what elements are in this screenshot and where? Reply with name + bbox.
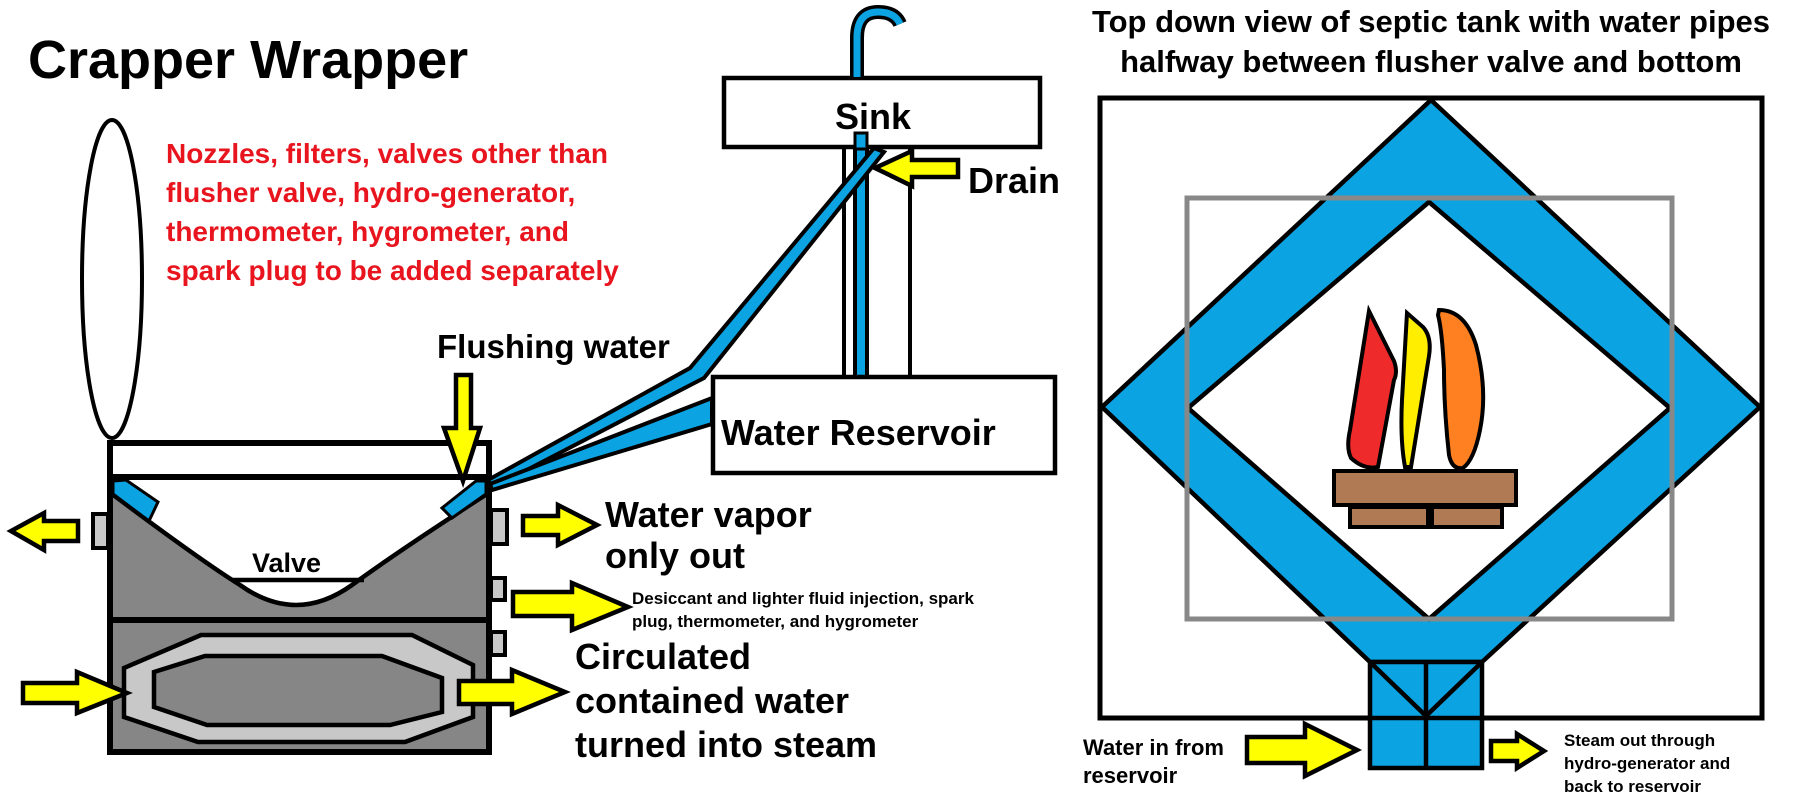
water-in-line: Water in from [1083, 735, 1224, 760]
valve-label: Valve [252, 548, 321, 578]
junction-diagonal [1368, 660, 1428, 718]
arrow-coil-out [456, 666, 571, 718]
drain-label: Drain [968, 160, 1060, 201]
circulated-label: Circulated contained water turned into s… [575, 636, 877, 765]
steam-out-label: Steam out through hydro-generator and ba… [1564, 731, 1730, 796]
pipe-junction [1367, 659, 1485, 771]
steam-out-line: hydro-generator and [1564, 754, 1730, 773]
sink-box [721, 75, 1043, 150]
tank-side-view: Valve [91, 440, 509, 755]
vapor-label: Water vapor only out [605, 494, 812, 576]
right-nozzle [439, 479, 488, 520]
note-line: spark plug to be added separately [166, 255, 619, 286]
drain-pipe-top [853, 131, 869, 151]
notes-text: Nozzles, filters, valves other than flus… [166, 138, 619, 286]
steam-out-line: Steam out through [1564, 731, 1715, 750]
side-port-right [489, 508, 509, 546]
brick-bottom [1348, 505, 1430, 529]
circulated-line: turned into steam [575, 724, 877, 765]
arrow-coil-in [20, 668, 133, 717]
bowl-curve [110, 492, 489, 608]
circulated-line: contained water [575, 680, 849, 721]
arrow-vapor-out [520, 501, 602, 549]
junction-diagonal [1424, 660, 1484, 718]
vapor-line: Water vapor [605, 494, 812, 535]
vapor-line: only out [605, 535, 745, 576]
sink-label: Sink [835, 96, 912, 137]
flushing-water-label: Flushing water [437, 328, 670, 365]
arrow-water-in [1244, 720, 1363, 780]
fire-icon [1332, 304, 1518, 529]
top-view-title-line: halfway between flusher valve and bottom [1120, 44, 1742, 79]
top-view-title: Top down view of septic tank with water … [1092, 4, 1770, 79]
bowl-cavity [112, 480, 487, 605]
note-line: Nozzles, filters, valves other than [166, 138, 608, 169]
steam-coil-inner [151, 653, 445, 728]
tank-lid [107, 440, 492, 480]
flusher-valve-outline [1184, 195, 1675, 622]
side-port-right [489, 630, 507, 657]
water-in-label: Water in from reservoir [1083, 735, 1224, 788]
water-reservoir-box [710, 374, 1058, 476]
flush-pipe-to-reservoir [487, 395, 714, 493]
arrow-drain [869, 147, 961, 190]
faucet-icon-fill [853, 8, 904, 77]
side-port-right [489, 576, 507, 602]
water-in-line: reservoir [1083, 763, 1178, 788]
diagram-title: Crapper Wrapper [28, 30, 468, 90]
top-view-title-line: Top down view of septic tank with water … [1092, 4, 1770, 39]
arrow-left-out [6, 509, 81, 554]
reservoir-label: Water Reservoir [721, 412, 996, 453]
note-line: flusher valve, hydro-generator, [166, 177, 575, 208]
flame-yellow [1399, 308, 1432, 469]
arrow-flushing-down [440, 372, 484, 488]
left-nozzle [111, 478, 160, 524]
note-line: thermometer, hygrometer, and [166, 216, 569, 247]
arrow-steam-out [1488, 729, 1549, 773]
toilet-lid-oval [80, 118, 144, 440]
arrow-injection [510, 579, 634, 634]
side-port-left [91, 512, 110, 550]
brick-top [1332, 469, 1518, 507]
flame-orange [1435, 307, 1486, 471]
injection-line: plug, thermometer, and hygrometer [632, 612, 919, 631]
brick-bottom [1430, 505, 1504, 529]
steam-out-line: back to reservoir [1564, 777, 1701, 796]
flame-red [1346, 304, 1398, 470]
circulated-line: Circulated [575, 636, 751, 677]
injection-label: Desiccant and lighter fluid injection, s… [632, 589, 975, 631]
injection-line: Desiccant and lighter fluid injection, s… [632, 589, 975, 608]
